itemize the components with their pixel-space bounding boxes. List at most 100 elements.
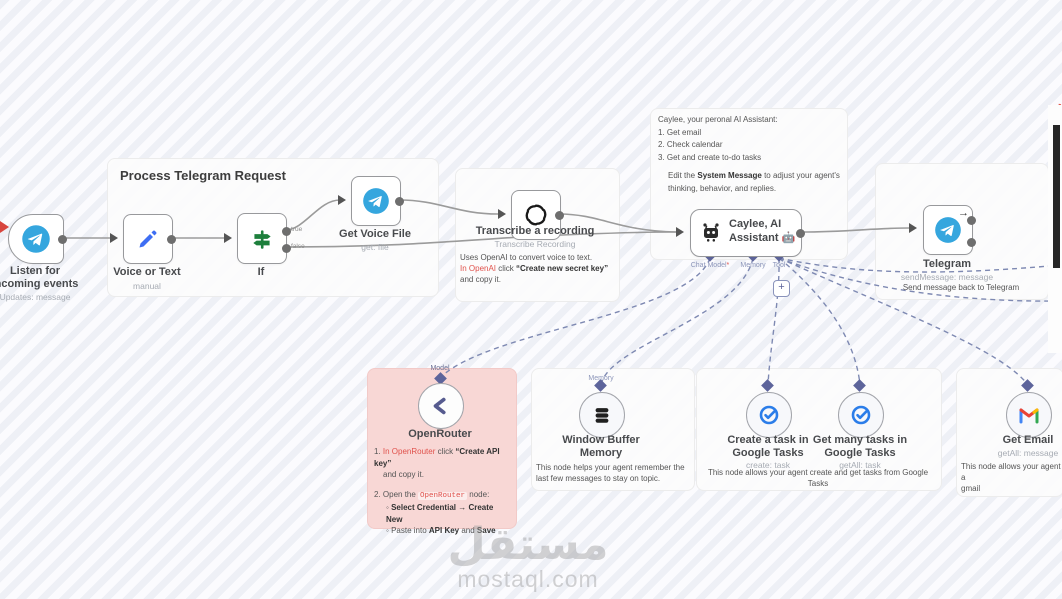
left-edge-red-arrow-icon (0, 221, 9, 233)
node-label: Transcribe a recording (475, 225, 595, 237)
agent-title-line1: Caylee, AI (729, 218, 782, 230)
wire-voicefile-transcribe[interactable] (398, 199, 499, 215)
google-tasks-icon (759, 405, 779, 425)
node-label: Get many tasks in Google Tasks (812, 434, 908, 459)
wire-tool-get-email[interactable] (778, 257, 1029, 386)
wire-tool-create-task[interactable] (767, 257, 780, 386)
output-port[interactable] (555, 210, 564, 220)
wire-tool-offscreen-1[interactable] (778, 257, 1062, 273)
agent-title-line2: Assistant 🤖 (729, 232, 796, 244)
wire-tool-get-tasks[interactable] (778, 257, 861, 386)
node-label: Telegram (922, 258, 972, 270)
openrouter-icon (433, 397, 446, 415)
port-label-memory: Memory (588, 375, 614, 382)
memory-note-text: This node helps your agent remember the … (536, 463, 685, 483)
output-port-1[interactable] (967, 216, 976, 225)
telegram-note-text: Send message back to Telegram (902, 283, 1020, 292)
node-label: Listen for incoming events (0, 265, 79, 290)
output-port[interactable] (58, 234, 67, 244)
openai-icon (512, 191, 560, 239)
pencil-icon (124, 215, 172, 263)
telegram-icon (924, 206, 972, 254)
node-transcribe-recording[interactable] (511, 190, 564, 240)
watermark-arabic: مستقل (447, 519, 609, 570)
port-label-model: Model (430, 365, 450, 372)
openrouter-step-1b: and copy it. (383, 470, 424, 479)
openrouter-bullet-1: ◦ Select Credential → Create New (386, 503, 494, 524)
watermark: مستقل mostaql.com (428, 519, 628, 593)
node-label: Get Voice File (339, 228, 411, 240)
email-note-text: This node allows your agent a gmail (961, 462, 1061, 493)
node-label: If (257, 266, 265, 278)
google-tasks-icon (851, 405, 871, 425)
node-label: Get Email (1002, 434, 1054, 446)
robot-icon (699, 220, 723, 249)
watermark-url: mostaql.com (457, 566, 599, 592)
output-port-2[interactable] (967, 238, 976, 247)
wire-memory-buffer[interactable] (600, 257, 754, 386)
wire-if-false-agent[interactable] (284, 231, 677, 248)
transcribe-note-text: Uses OpenAI to convert voice to text. In… (460, 252, 615, 285)
agent-note-item-2: 2. Check calendar (658, 140, 723, 149)
port-label-tool: Tool (772, 262, 786, 269)
node-sublabel: Updates: message (0, 292, 71, 302)
openrouter-bullet-2: ◦ Paste into API Key and Save (386, 526, 496, 535)
openrouter-step-1: 1. In OpenRouter click “Create API key” (374, 447, 500, 468)
openrouter-step-2: 2. Open the OpenRouter node: (374, 489, 490, 500)
sticky-gtasks[interactable] (696, 368, 942, 491)
transcribe-note-line1: Uses OpenAI to convert voice to text. (460, 253, 593, 262)
node-openrouter[interactable] (418, 383, 464, 429)
telegram-icon (352, 177, 400, 225)
sticky-title: Process Telegram Request (120, 168, 286, 183)
node-telegram-trigger[interactable] (8, 214, 67, 264)
node-sublabel: Transcribe Recording (494, 239, 576, 249)
node-ai-agent[interactable]: Caylee, AI Assistant 🤖 (690, 209, 805, 257)
telegram-icon (9, 215, 63, 263)
node-sublabel: getAll: task (839, 460, 881, 470)
node-label: Voice or Text (113, 266, 181, 278)
port-label-chat-model: Chat Model* (690, 262, 730, 269)
sticky-email[interactable] (956, 368, 1062, 497)
node-label: Window Buffer Memory (562, 434, 640, 459)
wire-tool-offscreen-2[interactable] (778, 257, 1062, 302)
node-sublabel: getAll: message (997, 448, 1059, 458)
node-label: Create a task in Google Tasks (727, 434, 809, 459)
output-port-false[interactable] (281, 243, 291, 253)
node-get-email[interactable] (1006, 392, 1052, 438)
port-label-true: true (291, 226, 303, 233)
right-edge-scrollbar[interactable] (1053, 125, 1060, 268)
node-voice-or-text[interactable] (123, 214, 176, 264)
add-tool-button[interactable]: + (773, 280, 790, 297)
node-window-buffer-memory[interactable] (579, 392, 625, 438)
node-create-task[interactable] (746, 392, 792, 438)
database-icon (595, 408, 609, 423)
port-label-memory: Memory (740, 262, 766, 269)
port-label-false: false (291, 243, 305, 250)
node-get-many-tasks[interactable] (838, 392, 884, 438)
input-arrowheads (110, 195, 917, 243)
node-telegram-send[interactable]: → (923, 205, 976, 255)
wire-transcribe-agent[interactable] (558, 213, 677, 233)
node-if[interactable] (237, 213, 291, 264)
node-sublabel: manual (133, 281, 161, 291)
openrouter-note-text: 1. In OpenRouter click “Create API key” … (374, 446, 510, 537)
node-label: OpenRouter (408, 428, 472, 440)
agent-note-item-1: 1. Get email (658, 127, 702, 137)
signpost-icon (238, 214, 286, 263)
wire-agent-telegram[interactable] (799, 227, 910, 233)
node-get-voice-file[interactable] (351, 176, 404, 226)
output-port-true[interactable] (281, 226, 291, 236)
output-port[interactable] (395, 196, 404, 206)
node-sublabel: sendMessage: message (900, 272, 994, 282)
agent-note-text: Caylee, your peronal AI Assistant: 1. Ge… (658, 114, 840, 195)
node-sublabel: create: task (746, 460, 790, 470)
transcribe-note-line3: and copy it. (460, 275, 501, 284)
output-port[interactable] (167, 234, 176, 244)
agent-note-edit: Edit the System Message to adjust your a… (668, 171, 840, 193)
agent-note-title: Caylee, your peronal AI Assistant: (658, 115, 778, 124)
gtasks-note-text: This node allows your agent create and g… (707, 468, 929, 488)
gmail-icon (1019, 408, 1039, 424)
output-port[interactable] (796, 228, 805, 238)
